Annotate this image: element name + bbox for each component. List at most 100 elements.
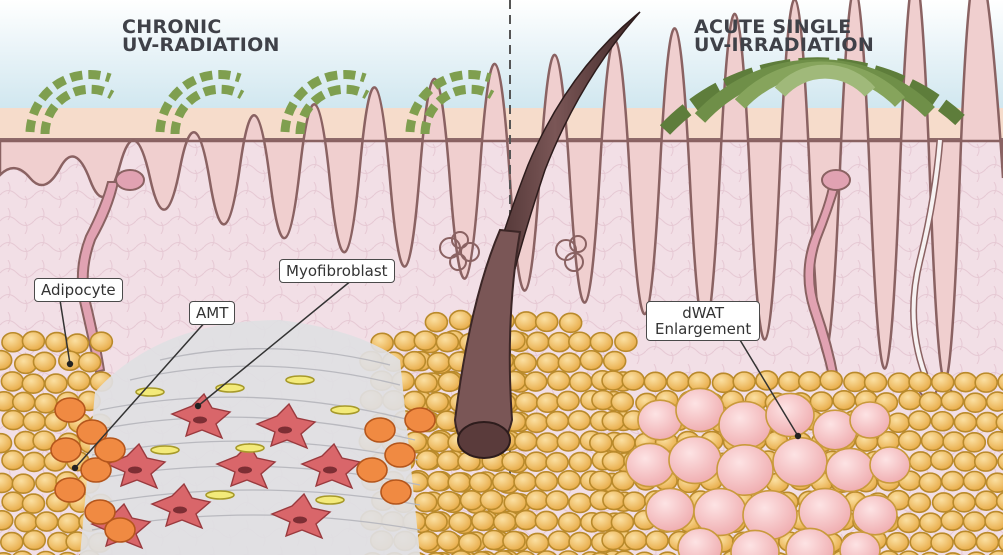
enlarged-adipocyte <box>766 393 814 436</box>
myofibroblast-label-text: Myofibroblast <box>286 263 388 279</box>
adipocyte-cell <box>515 511 537 530</box>
adipocyte-cell <box>416 451 438 470</box>
adipocyte-cell <box>932 412 954 431</box>
adipocyte-cell <box>908 493 930 512</box>
adipocyte-cell <box>450 311 472 330</box>
adipocyte-cell <box>559 513 581 532</box>
adipocyte-cell <box>526 491 548 510</box>
enlarged-adipocyte <box>676 388 724 431</box>
adipocyte-cell <box>558 353 580 372</box>
fibroblast-cell <box>286 376 314 384</box>
adipocyte-cell <box>438 372 460 391</box>
adipocyte-cell <box>525 372 547 391</box>
adipocyte-cell <box>536 312 558 331</box>
adipocyte-cell <box>68 371 90 390</box>
adipocyte-cell <box>569 453 591 472</box>
adipocyte-cell <box>46 333 68 352</box>
adipocyte-cell <box>558 471 580 490</box>
adipocyte-cell <box>604 352 626 371</box>
adipocyte-cell <box>535 472 557 491</box>
adipocyte-cell <box>515 432 537 451</box>
adipocyte-cell <box>23 412 45 431</box>
enlarged-adipocyte <box>853 495 897 535</box>
adipocyte-cell <box>887 533 909 552</box>
amt-cell <box>357 458 387 482</box>
adipocyte-cell <box>899 391 921 410</box>
adipocyte-cell <box>602 531 624 550</box>
adipocyte-cell <box>615 332 637 351</box>
adipocyte-cell <box>932 373 954 392</box>
adipocyte-cell <box>514 472 536 491</box>
enlarged-adipocyte <box>826 448 874 491</box>
amt-cell <box>385 443 415 467</box>
adipocyte-cell <box>503 531 525 550</box>
amt-cell <box>55 478 85 502</box>
adipocyte-label: Adipocyte <box>34 278 123 302</box>
myofibroblast-nucleus <box>193 417 207 424</box>
adipocyte-cell <box>611 513 633 532</box>
adipocyte-cell <box>844 372 866 391</box>
adipocyte-cell <box>537 393 559 412</box>
fibroblast-cell <box>236 444 264 452</box>
adipocyte-cell <box>557 432 579 451</box>
acute-heading-line2: UV-IRRADIATION <box>694 36 874 54</box>
adipocyte-cell <box>90 332 112 351</box>
adipocyte-cell <box>987 473 1003 492</box>
myofibroblast-nucleus <box>173 507 187 514</box>
adipocyte-cell <box>22 494 44 513</box>
adipocyte-cell <box>941 391 963 410</box>
adipocyte-cell <box>536 433 558 452</box>
adipocyte-cell <box>910 533 932 552</box>
adipocyte-cell <box>954 531 976 550</box>
adipocyte-cell <box>403 352 425 371</box>
adipocyte-cell <box>910 452 932 471</box>
adipocyte-cell <box>449 513 471 532</box>
adipocyte-cell <box>646 531 668 550</box>
adipocyte-cell <box>414 331 436 350</box>
adipocyte-cell <box>546 453 568 472</box>
adipocyte-cell <box>35 394 57 413</box>
enlarged-adipocyte <box>773 438 827 487</box>
adipocyte-cell <box>526 533 548 552</box>
adipocyte-cell <box>964 393 986 412</box>
adipocyte-cell <box>569 332 591 351</box>
adipocyte-cell <box>613 433 635 452</box>
adipocyte-cell <box>415 373 437 392</box>
adipocyte-cell <box>437 531 459 550</box>
adipocyte-cell <box>425 512 447 531</box>
adipocyte-cell <box>909 411 931 430</box>
adipocyte-cell <box>516 393 538 412</box>
adipocyte-cell <box>899 431 921 450</box>
adipocyte-cell <box>644 372 666 391</box>
adipocyte-cell <box>954 452 976 471</box>
amt-cell <box>55 398 85 422</box>
adipocyte-cell <box>527 332 549 351</box>
adipocyte-cell <box>470 473 492 492</box>
adipocyte-cell <box>568 411 590 430</box>
adipocyte-cell <box>546 491 568 510</box>
adipocyte-cell <box>954 413 976 432</box>
adipocyte-cell <box>45 374 67 393</box>
adipocyte-label-text: Adipocyte <box>41 282 116 298</box>
adipocyte-cell <box>23 531 45 550</box>
adipocyte-cell <box>943 432 965 451</box>
adipocyte-cell <box>514 353 536 372</box>
adipocyte-cell <box>590 471 612 490</box>
adipocyte-cell <box>438 492 460 511</box>
amt-cell <box>105 518 135 542</box>
acute-uv-heading: ACUTE SINGLE UV-IRRADIATION <box>694 18 874 54</box>
adipocyte-cell <box>548 531 570 550</box>
adipocyte-cell <box>428 433 450 452</box>
adipocyte-cell <box>535 511 557 530</box>
adipocyte-cell <box>12 474 34 493</box>
adipocyte-cell <box>526 413 548 432</box>
myofibroblast-nucleus <box>128 467 142 474</box>
adipocyte-cell <box>560 313 582 332</box>
adipocyte-cell <box>779 372 801 391</box>
amt-label-text: AMT <box>196 305 228 321</box>
adipocyte-cell <box>437 451 459 470</box>
enlarged-adipocyte <box>669 437 721 484</box>
adipocyte-cell <box>713 373 735 392</box>
adipocyte-cell <box>472 511 494 530</box>
adipocyte-cell <box>592 391 614 410</box>
